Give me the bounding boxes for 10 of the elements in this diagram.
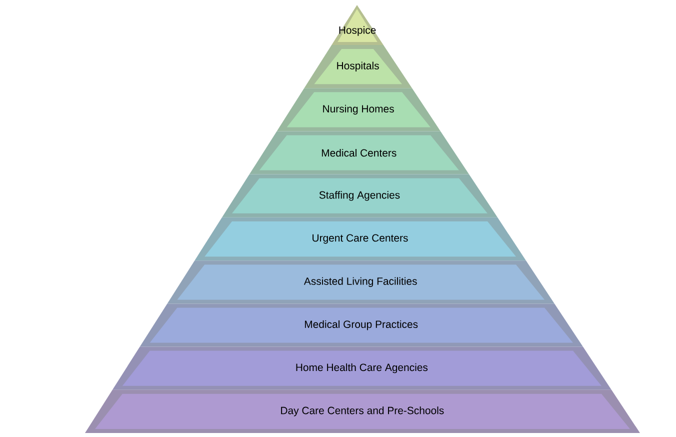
pyramid-level: Urgent Care Centers: [194, 217, 526, 261]
pyramid-level: Medical Centers: [249, 131, 469, 174]
pyramid-level: Staffing Agencies: [222, 174, 498, 218]
pyramid-level: Day Care Centers and Pre-Schools: [85, 390, 640, 433]
pyramid-level: Home Health Care Agencies: [112, 346, 612, 390]
pyramid-level: Nursing Homes: [276, 88, 440, 132]
pyramid-level: Assisted Living Facilities: [167, 260, 554, 304]
pyramid-level: Hospitals: [304, 45, 412, 88]
pyramid-level: Hospice: [332, 5, 384, 45]
pyramid-level: Medical Group Practices: [140, 304, 583, 347]
